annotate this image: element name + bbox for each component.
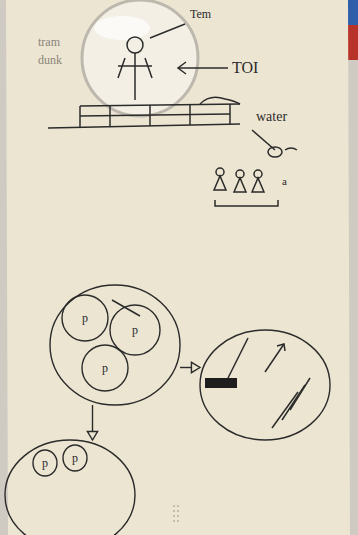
flow-arrow — [180, 362, 200, 372]
node-text: p — [82, 312, 88, 324]
node-text: p — [132, 324, 138, 336]
node-outline — [200, 330, 330, 440]
item-circle: p — [63, 445, 87, 471]
node-text: p — [42, 457, 48, 469]
item-circle: p — [62, 295, 108, 341]
node-text: p — [102, 362, 108, 374]
result-oval — [200, 330, 330, 440]
callout-text: water — [256, 110, 287, 124]
flow-arrow — [87, 405, 97, 440]
item-circle: p — [110, 305, 160, 355]
node-outline — [5, 440, 135, 535]
group-circle: pp — [5, 440, 135, 535]
group-circle: p p p — [50, 285, 180, 405]
item-circle: p — [33, 450, 57, 476]
node-text: p — [72, 452, 78, 464]
callout-text: TOI — [232, 60, 258, 76]
callout-text: Tem — [190, 8, 211, 20]
note-text: tram — [38, 36, 60, 48]
item-circle: p — [82, 345, 128, 391]
note-text: dunk — [38, 54, 62, 66]
callout-text: a — [282, 176, 287, 187]
